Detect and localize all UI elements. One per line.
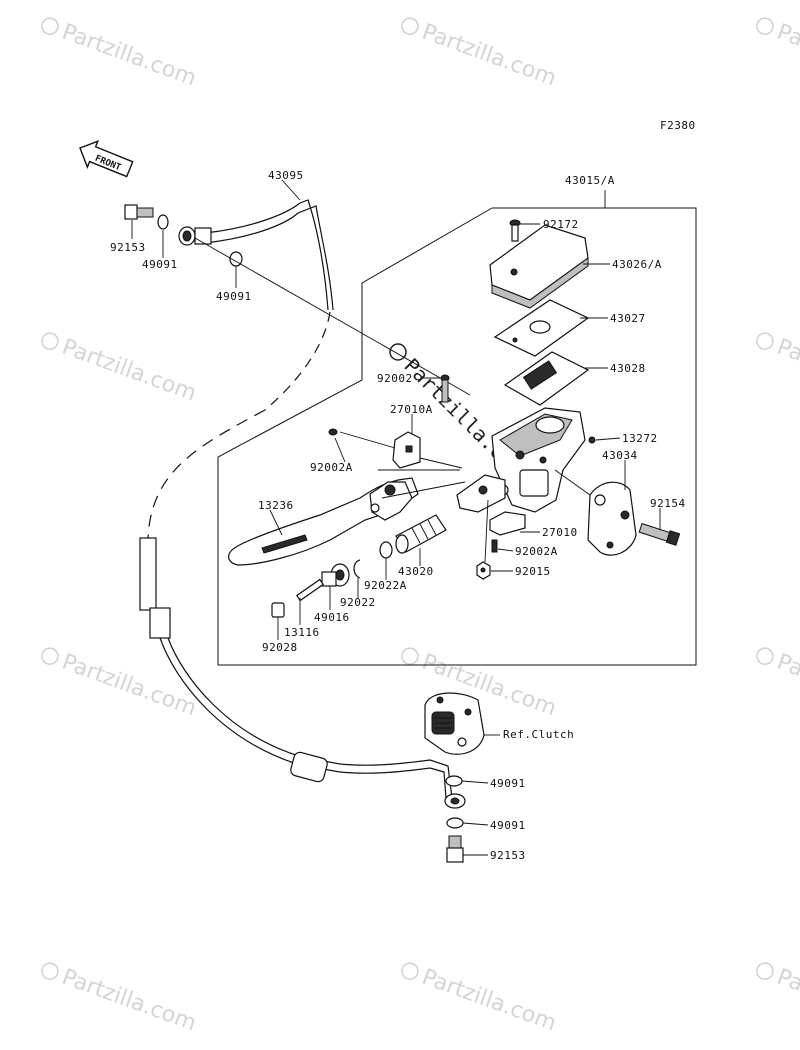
- clutch-lever: [228, 477, 419, 566]
- label-92015: 92015: [515, 565, 551, 578]
- screw-92002: [440, 374, 450, 403]
- screw-92002a-top: [328, 428, 338, 436]
- watermark: Partzilla.com: [41, 962, 200, 1037]
- switch-27010: [489, 511, 526, 536]
- label-49091-b: 49091: [216, 290, 252, 303]
- pivot-bracket: [456, 474, 506, 513]
- label-92002a-bottom: 92002A: [515, 545, 558, 558]
- svg-text:Partzilla.com: Partzilla.com: [774, 335, 800, 407]
- screw-92172: [509, 219, 521, 242]
- watermark: Partzilla.com: [401, 17, 560, 92]
- svg-text:Partzilla.com: Partzilla.com: [59, 335, 200, 407]
- screw-92002a-bottom: [491, 539, 498, 553]
- clamp-43034: [587, 481, 637, 556]
- piston-assembly: [395, 514, 447, 554]
- clutch-hose: [139, 199, 453, 799]
- hose-sleeve: [139, 537, 157, 611]
- oring-92022a: [379, 541, 393, 559]
- label-92022a: 92022A: [364, 579, 407, 592]
- label-92172: 92172: [543, 218, 579, 231]
- label-92022: 92022: [340, 596, 376, 609]
- screw-13272: [588, 436, 596, 444]
- svg-text:Partzilla.com: Partzilla.com: [59, 965, 200, 1037]
- diaphragm: [503, 351, 590, 406]
- label-92028: 92028: [262, 641, 298, 654]
- svg-text:Partzilla.com: Partzilla.com: [774, 20, 800, 92]
- part-labels: 43095 43015/A 92153 49091 49091 92172 43…: [110, 169, 686, 862]
- nut-92015: [476, 561, 491, 580]
- label-43027: 43027: [610, 312, 646, 325]
- hose-grommet: [149, 607, 171, 639]
- assembly-frame: [217, 190, 697, 666]
- watermark: Partzilla.com: [756, 647, 800, 722]
- banjo-bolt-lower: [446, 835, 464, 863]
- front-arrow: FRONT: [79, 139, 134, 178]
- label-92002: 92002: [377, 372, 413, 385]
- watermark: Partzilla.com: [41, 332, 200, 407]
- label-49091-a: 49091: [142, 258, 178, 271]
- bolt-head: [124, 204, 138, 220]
- master-cylinder-body: [491, 407, 586, 513]
- watermark: Partzilla.com: [756, 962, 800, 1037]
- label-27010: 27010: [542, 526, 578, 539]
- label-43034: 43034: [602, 449, 638, 462]
- label-27010a: 27010A: [390, 403, 433, 416]
- label-49091-d: 49091: [490, 819, 526, 832]
- switch-27010a: [392, 431, 421, 469]
- label-92154: 92154: [650, 497, 686, 510]
- label-92153-top: 92153: [110, 241, 146, 254]
- pushrod-13116: [295, 578, 325, 602]
- svg-text:Partzilla.com: Partzilla.com: [419, 20, 560, 92]
- svg-text:Partzilla.com: Partzilla.com: [774, 965, 800, 1037]
- washer-49091-d: [446, 817, 464, 829]
- leader-lines: [131, 179, 661, 856]
- boot-49016: [321, 563, 350, 587]
- svg-text:Partzilla.com: Partzilla.com: [774, 650, 800, 722]
- label-43020: 43020: [398, 565, 434, 578]
- label-13236: 13236: [258, 499, 294, 512]
- washer-49091-a: [157, 214, 169, 230]
- reservoir-cap: [489, 224, 589, 309]
- hose-clamp: [290, 751, 328, 783]
- label-43095: 43095: [268, 169, 304, 182]
- watermark: Partzilla.com: [41, 17, 200, 92]
- banjo-bolt-top: [124, 204, 154, 220]
- svg-text:Partzilla.com: Partzilla.com: [419, 965, 560, 1037]
- watermark: Partzilla.com: [756, 17, 800, 92]
- label-43015a: 43015/A: [565, 174, 615, 187]
- cap-92028: [271, 602, 285, 618]
- label-49016: 49016: [314, 611, 350, 624]
- figure-code: F2380: [660, 119, 696, 132]
- label-43028: 43028: [610, 362, 646, 375]
- label-13116: 13116: [284, 626, 320, 639]
- svg-text:Partzilla.com: Partzilla.com: [59, 20, 200, 92]
- bolt-92154: [638, 522, 681, 546]
- diaphragm-plate: [493, 299, 590, 357]
- label-92153-bottom: 92153: [490, 849, 526, 862]
- label-ref-clutch: Ref.Clutch: [503, 728, 574, 741]
- bolt-thread: [136, 207, 154, 218]
- label-92002a-top: 92002A: [310, 461, 353, 474]
- label-13272: 13272: [622, 432, 658, 445]
- washer-49091-c: [445, 775, 463, 787]
- clutch-cover-ref: [424, 692, 485, 755]
- hose-fitting-top: [194, 227, 212, 245]
- watermark: Partzilla.com: [401, 962, 560, 1037]
- label-43026a: 43026/A: [612, 258, 662, 271]
- watermark: Partzilla.com: [756, 332, 800, 407]
- circlip-92022: [353, 559, 361, 579]
- banjo-fitting-lower: [444, 793, 466, 809]
- label-49091-c: 49091: [490, 777, 526, 790]
